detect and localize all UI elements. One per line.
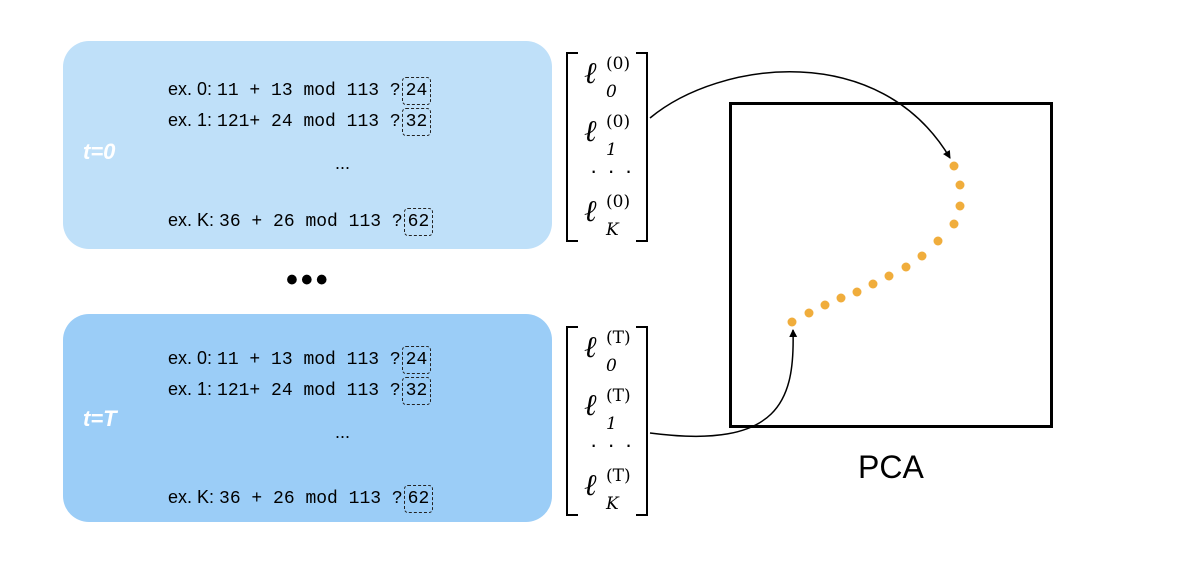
vector-entry-k: ℓ (0) K — [584, 192, 631, 240]
panel-t0: t=0 ex. 0:11 + 13 mod 113 ?24 ex. 1:121+… — [63, 41, 552, 249]
vector-entry-k: ℓ (T) K — [584, 466, 631, 514]
example-label: ex. K: — [168, 487, 215, 507]
example-label: ex. 0: — [168, 79, 213, 99]
pca-point — [955, 180, 965, 190]
example-answer: 24 — [401, 76, 432, 105]
vector-entry-0: ℓ (T) 0 — [584, 328, 631, 376]
arrow-t0-to-pca — [649, 71, 951, 159]
pca-label: PCA — [858, 449, 924, 485]
example-answer: 32 — [401, 107, 432, 136]
pca-plot-box — [729, 102, 1053, 428]
pca-point — [787, 317, 797, 327]
pca-point — [955, 201, 965, 211]
time-label-tT: t=T — [83, 406, 117, 431]
example-expression: 121+ 24 mod 113 ? — [217, 381, 401, 401]
example-expression: 11 + 13 mod 113 ? — [217, 81, 401, 101]
pca-point — [884, 271, 894, 281]
vector-dots: · · · — [590, 158, 635, 183]
pca-point — [804, 308, 814, 318]
right-bracket — [636, 326, 648, 516]
vector-entry-1: ℓ (T) 1 — [584, 386, 631, 434]
pca-point — [836, 293, 846, 303]
example-answer: 62 — [403, 207, 434, 236]
example-expression: 121+ 24 mod 113 ? — [217, 112, 401, 132]
vector-entry-0: ℓ (0) 0 — [584, 54, 631, 102]
pca-point — [852, 287, 862, 297]
panel-tT: t=T ex. 0:11 + 13 mod 113 ?24 ex. 1:121+… — [63, 314, 552, 522]
example-row-k: ex. K:36 + 26 mod 113 ?62 — [168, 205, 434, 236]
example-label: ex. 1: — [168, 379, 213, 399]
example-row-0: ex. 0:11 + 13 mod 113 ?24 — [168, 74, 432, 105]
example-expression: 11 + 13 mod 113 ? — [217, 350, 401, 370]
vector-dots: · · · — [590, 432, 635, 457]
example-label: ex. K: — [168, 210, 215, 230]
right-bracket — [636, 52, 648, 242]
pca-point — [868, 279, 878, 289]
pca-point — [949, 219, 959, 229]
vector-entry-1: ℓ (0) 1 — [584, 112, 631, 160]
example-label: ex. 1: — [168, 110, 213, 130]
example-answer: 62 — [403, 484, 434, 513]
left-bracket — [566, 326, 578, 516]
example-expression: 36 + 26 mod 113 ? — [219, 212, 403, 232]
pca-point — [933, 236, 943, 246]
examples-ellipsis: ... — [335, 422, 351, 442]
logit-vector-tT: ℓ (T) 0 ℓ (T) 1 · · · ℓ (T) K — [566, 326, 648, 516]
pca-points — [787, 161, 965, 327]
example-label: ex. 0: — [168, 348, 213, 368]
pca-point — [917, 251, 927, 261]
pca-point — [949, 161, 959, 171]
left-bracket — [566, 52, 578, 242]
logit-vector-t0: ℓ (0) 0 ℓ (0) 1 · · · ℓ (0) K — [566, 52, 648, 242]
example-row-1: ex. 1:121+ 24 mod 113 ?32 — [168, 374, 432, 405]
example-row-0: ex. 0:11 + 13 mod 113 ?24 — [168, 343, 432, 374]
arrow-tT-to-pca — [649, 329, 798, 438]
example-answer: 24 — [401, 345, 432, 374]
example-row-1: ex. 1:121+ 24 mod 113 ?32 — [168, 105, 432, 136]
example-answer: 32 — [401, 376, 432, 405]
pca-point — [901, 262, 911, 272]
examples-ellipsis: ... — [335, 153, 351, 173]
panels-ellipsis: ••• — [286, 261, 331, 299]
example-expression: 36 + 26 mod 113 ? — [219, 489, 403, 509]
example-row-k: ex. K:36 + 26 mod 113 ?62 — [168, 482, 434, 513]
time-label-t0: t=0 — [83, 139, 116, 164]
pca-point — [820, 300, 830, 310]
